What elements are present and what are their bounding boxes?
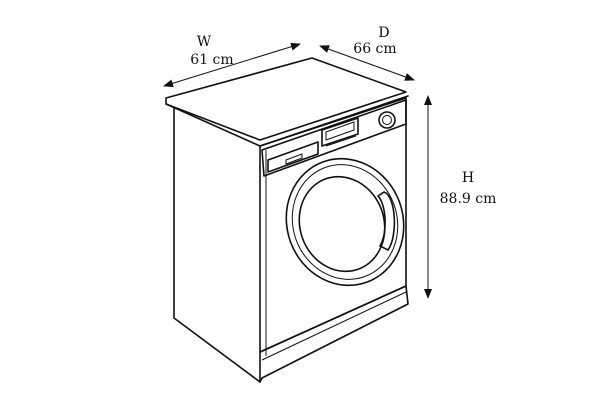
- program-knob: [378, 111, 396, 129]
- control-panel: [261, 99, 407, 177]
- door-bezel: [291, 164, 399, 280]
- door-handle: [377, 191, 396, 251]
- top-panel: [165, 57, 407, 141]
- depth-arrow: [319, 45, 415, 81]
- width-letter: W: [197, 34, 212, 50]
- detergent-drawer: [267, 141, 319, 173]
- depth-letter: D: [378, 25, 389, 41]
- program-knob-inner: [382, 115, 392, 125]
- height-value: 88.9 cm: [440, 191, 497, 207]
- base-plinth-edge: [261, 291, 407, 361]
- display-inner: [325, 121, 355, 141]
- detergent-drawer-handle: [285, 153, 303, 165]
- base-plinth: [259, 285, 409, 383]
- display-buttons: [325, 135, 357, 147]
- height-dimension: H 88.9 cm: [424, 95, 497, 299]
- washing-machine: [165, 57, 409, 383]
- width-value: 61 cm: [190, 52, 233, 68]
- depth-dimension: D 66 cm: [319, 25, 415, 81]
- width-arrow: [163, 42, 301, 88]
- width-dimension: W 61 cm: [163, 34, 301, 88]
- door-outer-ring: [285, 157, 405, 287]
- depth-value: 66 cm: [353, 41, 396, 57]
- height-letter: H: [462, 170, 474, 186]
- left-side-panel: [173, 107, 261, 383]
- door-glass: [298, 175, 386, 273]
- display-screen: [321, 117, 359, 147]
